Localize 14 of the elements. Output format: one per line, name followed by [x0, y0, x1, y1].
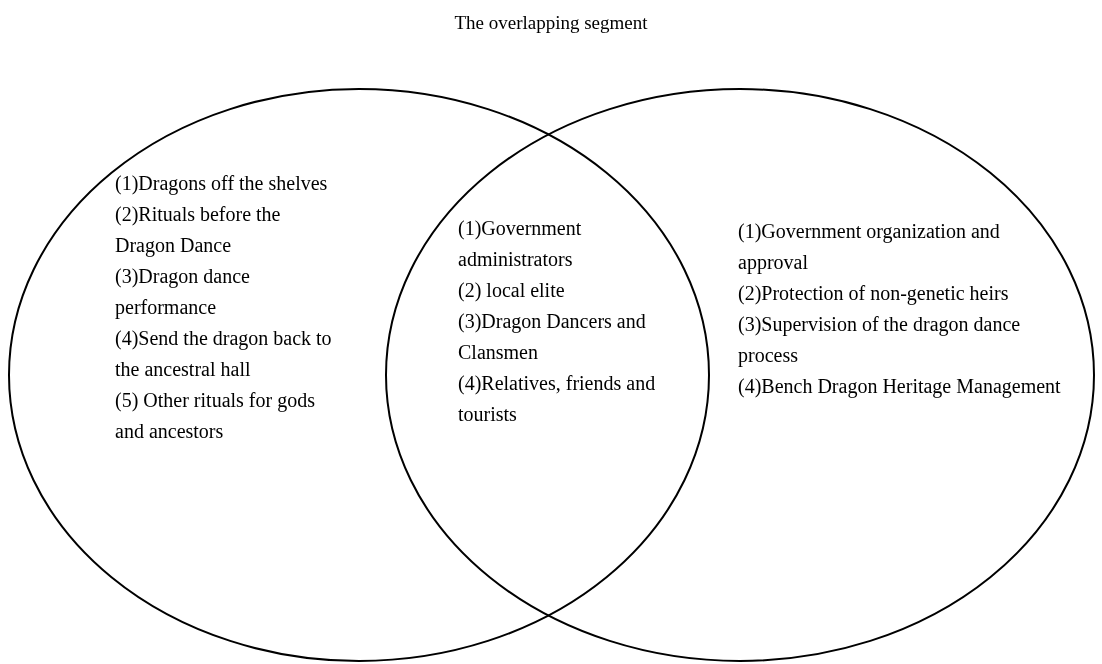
list-item: (1)Dragons off the shelves: [115, 171, 329, 197]
list-item: (2)Rituals before the Dragon Dance: [115, 202, 282, 259]
list-item: (1)Government organization and approval: [738, 219, 1001, 276]
list-item: (4)Relatives, friends and tourists: [458, 371, 657, 427]
list-item: (3)Dragon Dancers and Clansmen: [458, 309, 647, 365]
list-item: (2)Protection of non-genetic heirs: [738, 281, 1010, 307]
list-item: (3)Dragon dance performance: [115, 264, 251, 321]
diagram-title: The overlapping segment: [453, 12, 649, 34]
list-item: (1)Government administrators: [458, 216, 583, 272]
list-item: (5) Other rituals for gods and ancestors: [115, 388, 316, 444]
list-item: (4)Send the dragon back to the ancestral hall: [115, 326, 333, 382]
list-item: (2) local elite: [458, 278, 566, 304]
list-item: (4)Bench Dragon Heritage Management: [738, 374, 1062, 400]
list-item: (3)Supervision of the dragon dance process: [738, 312, 1022, 369]
